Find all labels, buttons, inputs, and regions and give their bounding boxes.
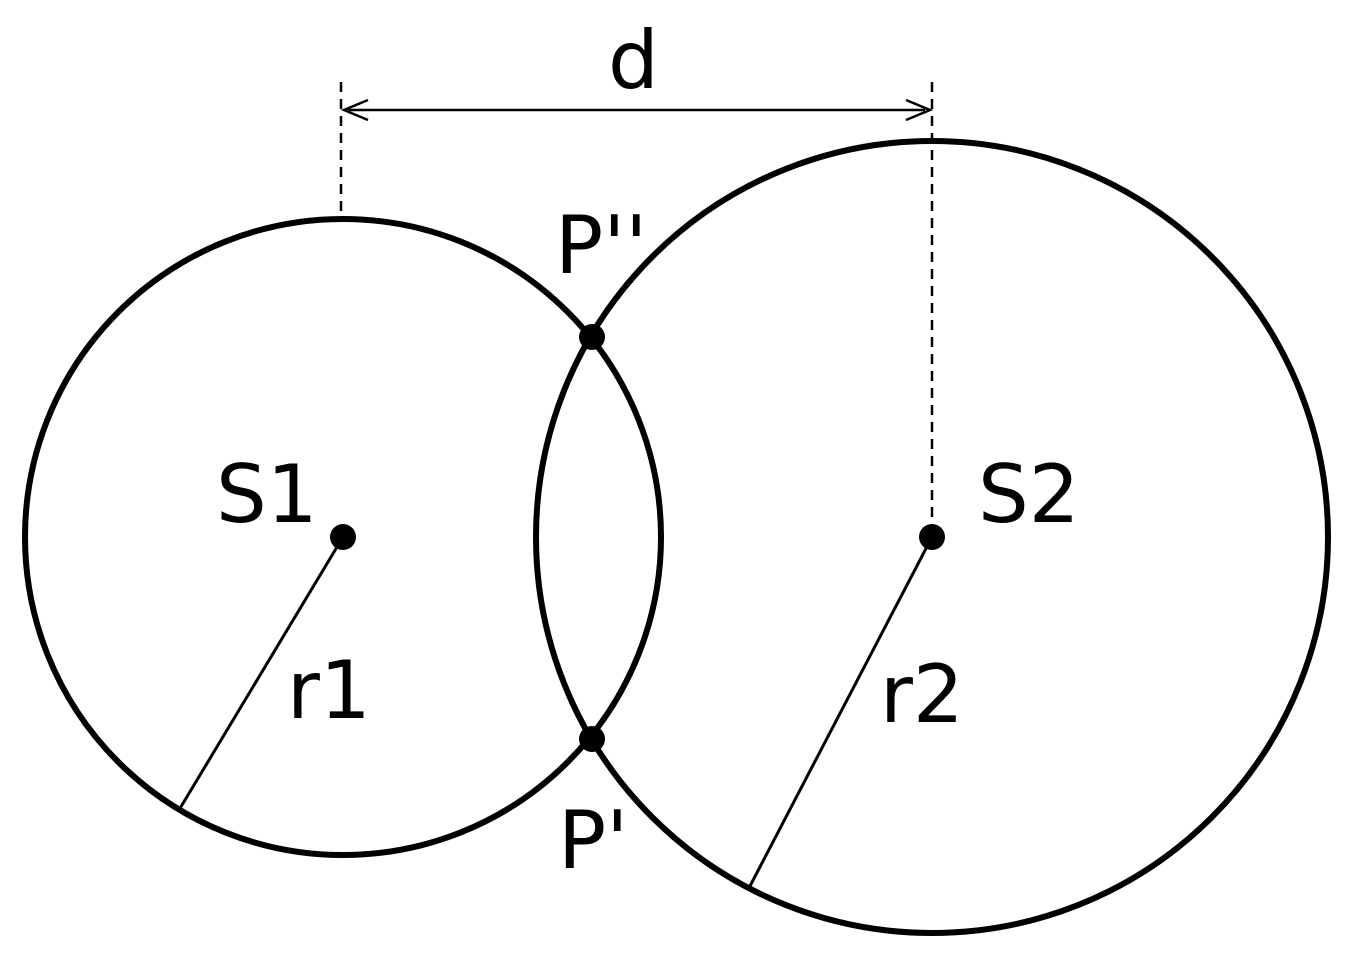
intersection-point-upper: [579, 324, 605, 350]
center-point-2: [919, 524, 945, 550]
intersection-label-upper: P'': [555, 199, 647, 292]
radius-label-2: r2: [880, 648, 964, 741]
arrowhead-right: [905, 98, 934, 122]
radius-line-2: [748, 536, 934, 887]
circle-1: [22, 216, 664, 858]
intersection-point-lower: [579, 726, 605, 752]
radius-line-1: [177, 536, 345, 811]
center-point-1: [330, 524, 356, 550]
distance-label: d: [608, 14, 659, 107]
center-label-2: S2: [978, 448, 1080, 541]
center-label-1: S1: [216, 448, 318, 541]
arrowhead-left: [340, 98, 369, 122]
radius-label-1: r1: [287, 644, 371, 737]
intersection-label-lower: P': [558, 794, 628, 887]
